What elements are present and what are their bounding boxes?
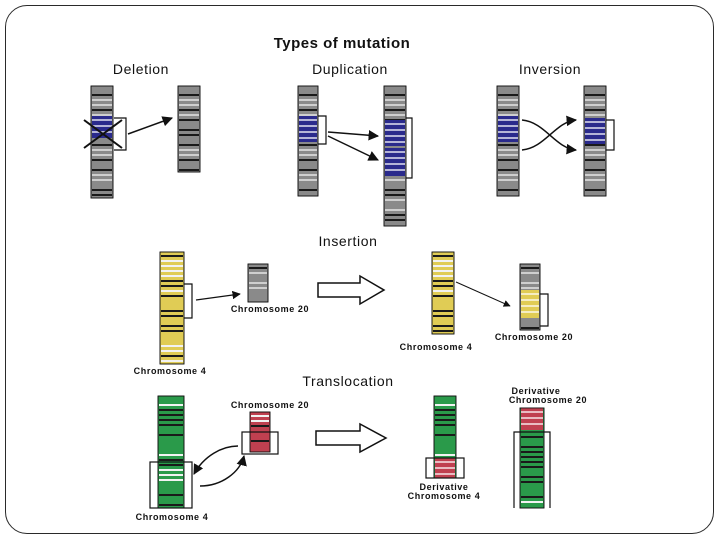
translocation-chromosome-4-box bbox=[149, 461, 193, 509]
duplication-arrow-2 bbox=[327, 135, 379, 161]
insertion-result-chromosome-4 bbox=[431, 251, 455, 335]
label-chromosome-20-insertion-result: Chromosome 20 bbox=[495, 332, 573, 342]
insertion-result-arrow bbox=[455, 281, 511, 307]
insertion-bracket bbox=[184, 283, 193, 319]
deletion-cross-icon bbox=[83, 119, 123, 149]
inversion-original-chromosome bbox=[496, 85, 520, 197]
inversion-arrow-2 bbox=[521, 115, 578, 151]
duplication-result-bracket bbox=[406, 117, 413, 179]
translocation-process-arrow bbox=[315, 422, 388, 454]
translocation-chromosome-20-box bbox=[241, 431, 279, 455]
label-chromosome-20-insertion: Chromosome 20 bbox=[231, 304, 309, 314]
duplication-result-chromosome bbox=[383, 85, 407, 227]
insertion-result-bracket bbox=[540, 293, 549, 327]
duplication-original-chromosome bbox=[297, 85, 319, 197]
deletion-arrow bbox=[127, 116, 173, 135]
insertion-result-chromosome-20 bbox=[519, 263, 541, 331]
insertion-chromosome-4 bbox=[159, 251, 185, 365]
heading-translocation: Translocation bbox=[302, 373, 393, 389]
label-chromosome-4-translocation: Chromosome 4 bbox=[136, 512, 209, 522]
derivative-chromosome-4-box bbox=[425, 457, 465, 479]
insertion-chromosome-20 bbox=[247, 263, 269, 303]
label-derivative-chromosome-4-line1: Derivative bbox=[419, 482, 468, 492]
label-chromosome-20-translocation: Chromosome 20 bbox=[231, 400, 309, 410]
derivative-chromosome-20-bracket bbox=[513, 431, 551, 508]
translocation-arrow-2 bbox=[199, 454, 247, 487]
insertion-process-arrow bbox=[317, 274, 386, 306]
page-title: Types of mutation bbox=[274, 35, 411, 52]
inversion-result-chromosome bbox=[583, 85, 607, 197]
duplication-bracket bbox=[318, 115, 327, 145]
deletion-result-chromosome bbox=[177, 85, 201, 173]
deletion-original-chromosome bbox=[90, 85, 114, 199]
derivative-chromosome-20 bbox=[519, 407, 545, 509]
heading-inversion: Inversion bbox=[519, 61, 581, 77]
insertion-arrow bbox=[195, 290, 241, 301]
derivative-chromosome-4 bbox=[433, 395, 457, 479]
translocation-chromosome-4 bbox=[157, 395, 185, 509]
label-derivative-chromosome-4-line2: Chromosome 4 bbox=[408, 491, 481, 501]
label-derivative-chromosome-20-line1: Derivative bbox=[511, 386, 560, 396]
label-chromosome-4-insertion-result: Chromosome 4 bbox=[400, 342, 473, 352]
duplication-arrow-1 bbox=[327, 130, 380, 141]
label-derivative-chromosome-20-line2: Chromosome 20 bbox=[509, 395, 587, 405]
label-chromosome-4-insertion: Chromosome 4 bbox=[134, 366, 207, 376]
deletion-bracket bbox=[114, 117, 127, 151]
heading-insertion: Insertion bbox=[318, 233, 377, 249]
inversion-bracket bbox=[606, 119, 615, 151]
translocation-arrow-1 bbox=[193, 445, 239, 475]
heading-deletion: Deletion bbox=[113, 61, 169, 77]
heading-duplication: Duplication bbox=[312, 61, 388, 77]
